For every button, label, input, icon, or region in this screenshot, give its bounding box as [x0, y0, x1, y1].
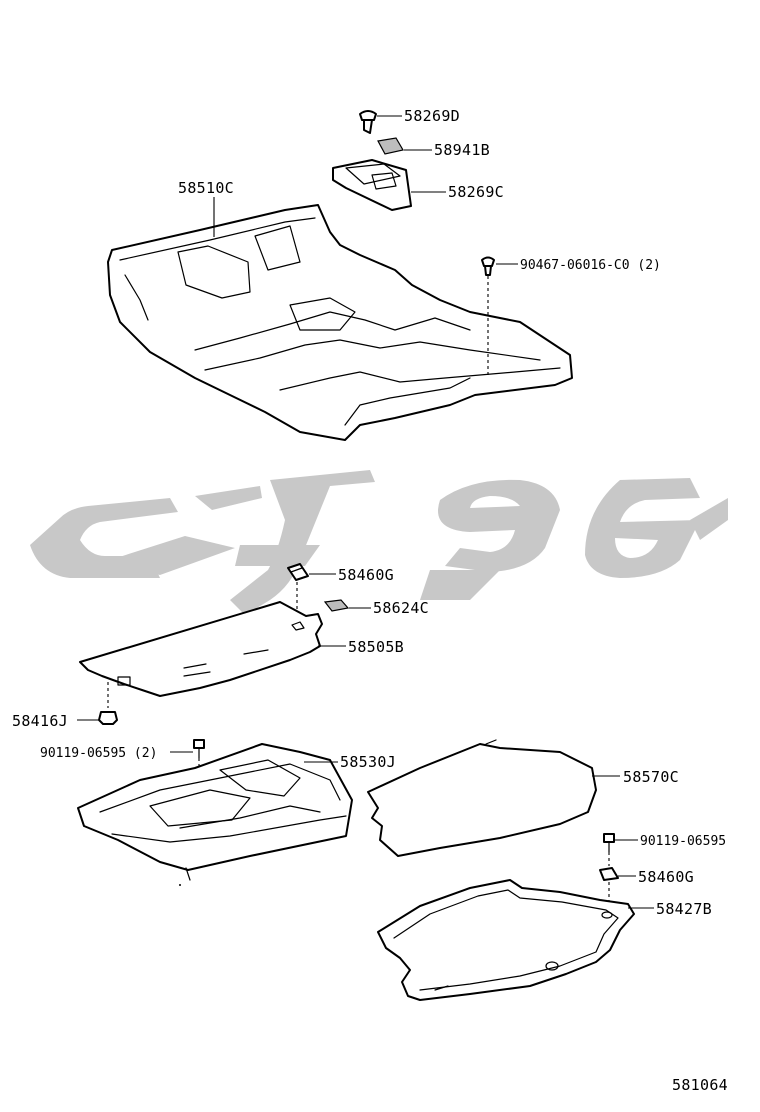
label-58624c: 58624C	[373, 599, 429, 617]
clip-58460g-top-drawing	[287, 563, 336, 630]
clip-58416j-drawing	[77, 682, 118, 725]
label-58941b: 58941B	[434, 141, 490, 159]
watermark-logo	[30, 470, 728, 615]
label-58460g-bottom: 58460G	[638, 868, 694, 886]
mat-58570c-drawing	[367, 739, 620, 857]
label-90467-06016-c0: 90467-06016-C0 (2)	[520, 258, 661, 273]
cover-58269c-drawing	[332, 159, 446, 211]
tray-58427b-drawing	[377, 879, 654, 1001]
label-58505b: 58505B	[348, 638, 404, 656]
pad-58941b-drawing	[377, 137, 432, 155]
figure-number: 581064	[672, 1076, 728, 1094]
label-58510c: 58510C	[178, 179, 234, 197]
sheet-58505b-drawing	[79, 601, 346, 697]
bolt-90119-2-drawing	[170, 739, 205, 772]
label-58460g-top: 58460G	[338, 566, 394, 584]
label-90119-06595-2: 90119-06595 (2)	[40, 746, 157, 761]
label-58427b: 58427B	[656, 900, 712, 918]
label-90119-06595: 90119-06595	[640, 834, 726, 849]
clip-90467-drawing	[481, 256, 518, 378]
label-58570c: 58570C	[623, 768, 679, 786]
label-58269d: 58269D	[404, 107, 460, 125]
label-58416j: 58416J	[12, 712, 68, 730]
label-58530j: 58530J	[340, 753, 396, 771]
label-58269c: 58269C	[448, 183, 504, 201]
pad-58624c-drawing	[323, 599, 371, 612]
bolt-90119-drawing	[603, 833, 638, 866]
floor-carpet-58510c-drawing	[107, 197, 573, 441]
tray-58530j-drawing	[77, 743, 353, 886]
clip-58269d-drawing	[359, 110, 402, 134]
